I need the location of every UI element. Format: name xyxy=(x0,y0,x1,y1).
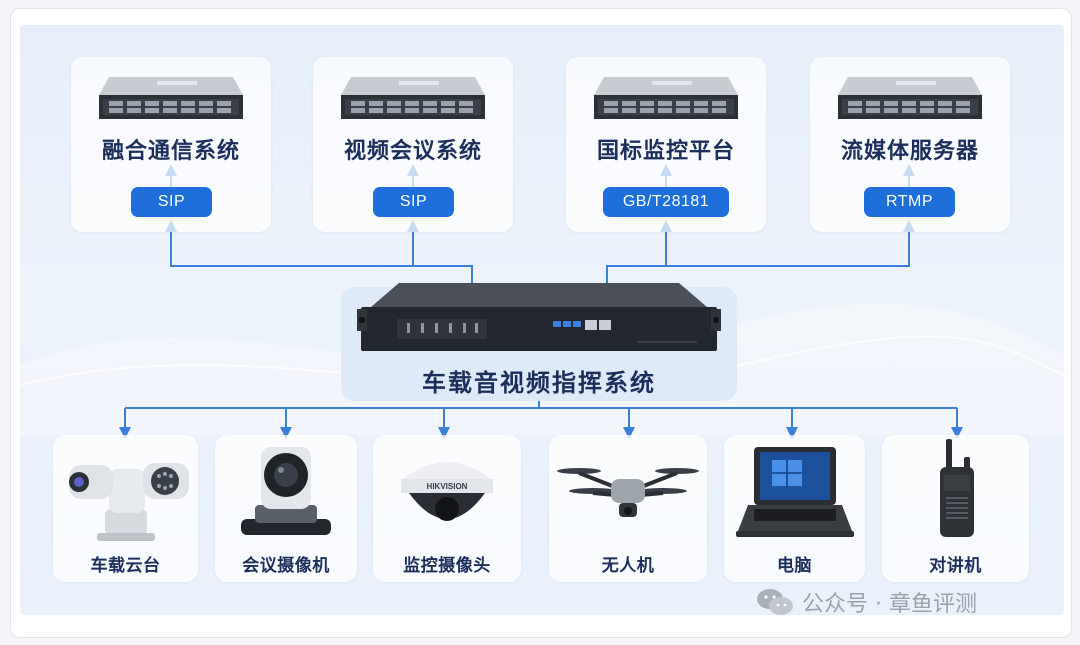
system-name: 流媒体服务器 xyxy=(840,139,979,164)
protocol-badge-gbt28181: GB/T28181 xyxy=(603,187,729,217)
center-system-name: 车载音视频指挥系统 xyxy=(422,369,656,397)
rack-chassis-icon xyxy=(357,283,721,351)
system-name: 视频会议系统 xyxy=(343,139,482,164)
device-card-vehicle-ptz[interactable]: 车载云台 xyxy=(53,435,198,582)
device-card-computer[interactable]: 电脑 xyxy=(724,435,865,582)
wechat-icon xyxy=(757,589,793,615)
drone-icon xyxy=(557,468,699,517)
rack-server-icon xyxy=(838,77,982,119)
camera-brand-label: HIKVISION xyxy=(427,482,468,491)
watermark: 公众号 · 章鱼评测 xyxy=(756,586,977,618)
rugged-laptop-icon xyxy=(736,447,854,537)
watermark-text: 公众号 · 章鱼评测 xyxy=(802,592,977,617)
conference-camera-icon xyxy=(241,447,331,535)
device-name: 车载云台 xyxy=(90,556,161,576)
device-name: 会议摄像机 xyxy=(242,556,330,576)
ptz-camera-icon xyxy=(69,463,189,541)
protocol-badge-sip: SIP xyxy=(131,187,212,217)
device-card-conference-camera[interactable]: 会议摄像机 xyxy=(215,435,357,582)
device-card-drone[interactable]: 无人机 xyxy=(549,435,707,582)
rack-server-icon xyxy=(594,77,738,119)
system-card-streaming-server[interactable]: 流媒体服务器 RTMP xyxy=(810,57,1010,232)
protocol-badge-rtmp: RTMP xyxy=(864,187,955,217)
system-name: 融合通信系统 xyxy=(101,139,240,164)
system-name: 国标监控平台 xyxy=(596,139,735,164)
system-card-gb-monitoring[interactable]: 国标监控平台 GB/T28181 xyxy=(566,57,766,232)
rack-server-icon xyxy=(341,77,485,119)
walkie-talkie-icon xyxy=(940,439,974,537)
dome-camera-icon: HIKVISION xyxy=(401,462,493,521)
rack-server-icon xyxy=(99,77,243,119)
device-card-dome-camera[interactable]: HIKVISION 监控摄像头 xyxy=(373,435,521,582)
device-name: 无人机 xyxy=(601,556,655,576)
center-system-card[interactable]: 车载音视频指挥系统 xyxy=(341,283,737,401)
device-name: 对讲机 xyxy=(929,556,982,576)
device-card-walkie-talkie[interactable]: 对讲机 xyxy=(882,435,1029,582)
system-card-fusion-comm[interactable]: 融合通信系统 SIP xyxy=(71,57,271,232)
protocol-badge-sip: SIP xyxy=(373,187,454,217)
system-card-video-conference[interactable]: 视频会议系统 SIP xyxy=(313,57,513,232)
device-name: 监控摄像头 xyxy=(403,556,491,576)
device-name: 电脑 xyxy=(777,556,812,576)
